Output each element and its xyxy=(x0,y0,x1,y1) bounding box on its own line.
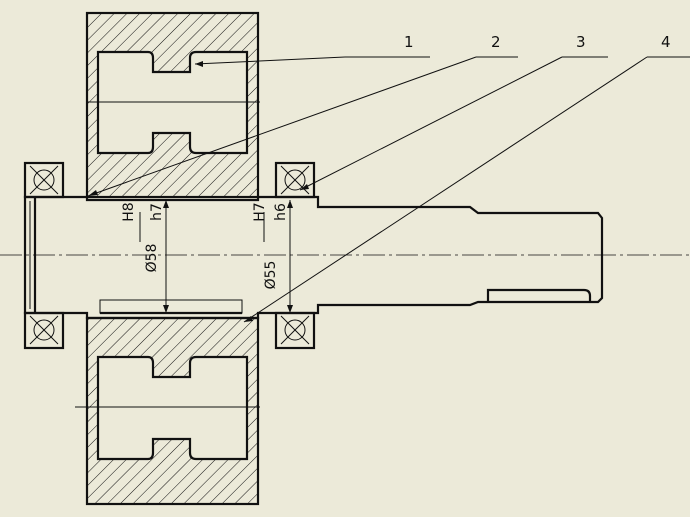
callout-2: 2 xyxy=(491,33,501,51)
dimension-left xyxy=(163,200,169,313)
fit-right-hole: H7 xyxy=(252,202,268,221)
fit-right-shaft: h6 xyxy=(273,203,289,221)
shaft xyxy=(23,195,604,320)
leader-3 xyxy=(299,56,608,191)
leader-4 xyxy=(243,56,690,323)
fit-left-shaft: h7 xyxy=(149,203,165,221)
leader-1 xyxy=(194,56,430,67)
bearing-left-bottom xyxy=(23,311,65,350)
callout-3: 3 xyxy=(576,33,586,51)
bearing-left-top xyxy=(23,161,65,199)
bearing-right-top xyxy=(274,161,316,199)
fit-right-diameter: Ø55 xyxy=(263,261,279,290)
callout-4: 4 xyxy=(661,33,671,51)
callout-1: 1 xyxy=(404,33,414,51)
leader-2 xyxy=(87,56,518,197)
wheel-lower-section xyxy=(75,316,260,506)
dimension-right xyxy=(287,200,293,313)
fit-left-hole: H8 xyxy=(121,202,137,221)
bearing-right-bottom xyxy=(274,311,316,350)
wheel-upper-section xyxy=(85,11,260,199)
fit-left-diameter: Ø58 xyxy=(144,244,160,273)
